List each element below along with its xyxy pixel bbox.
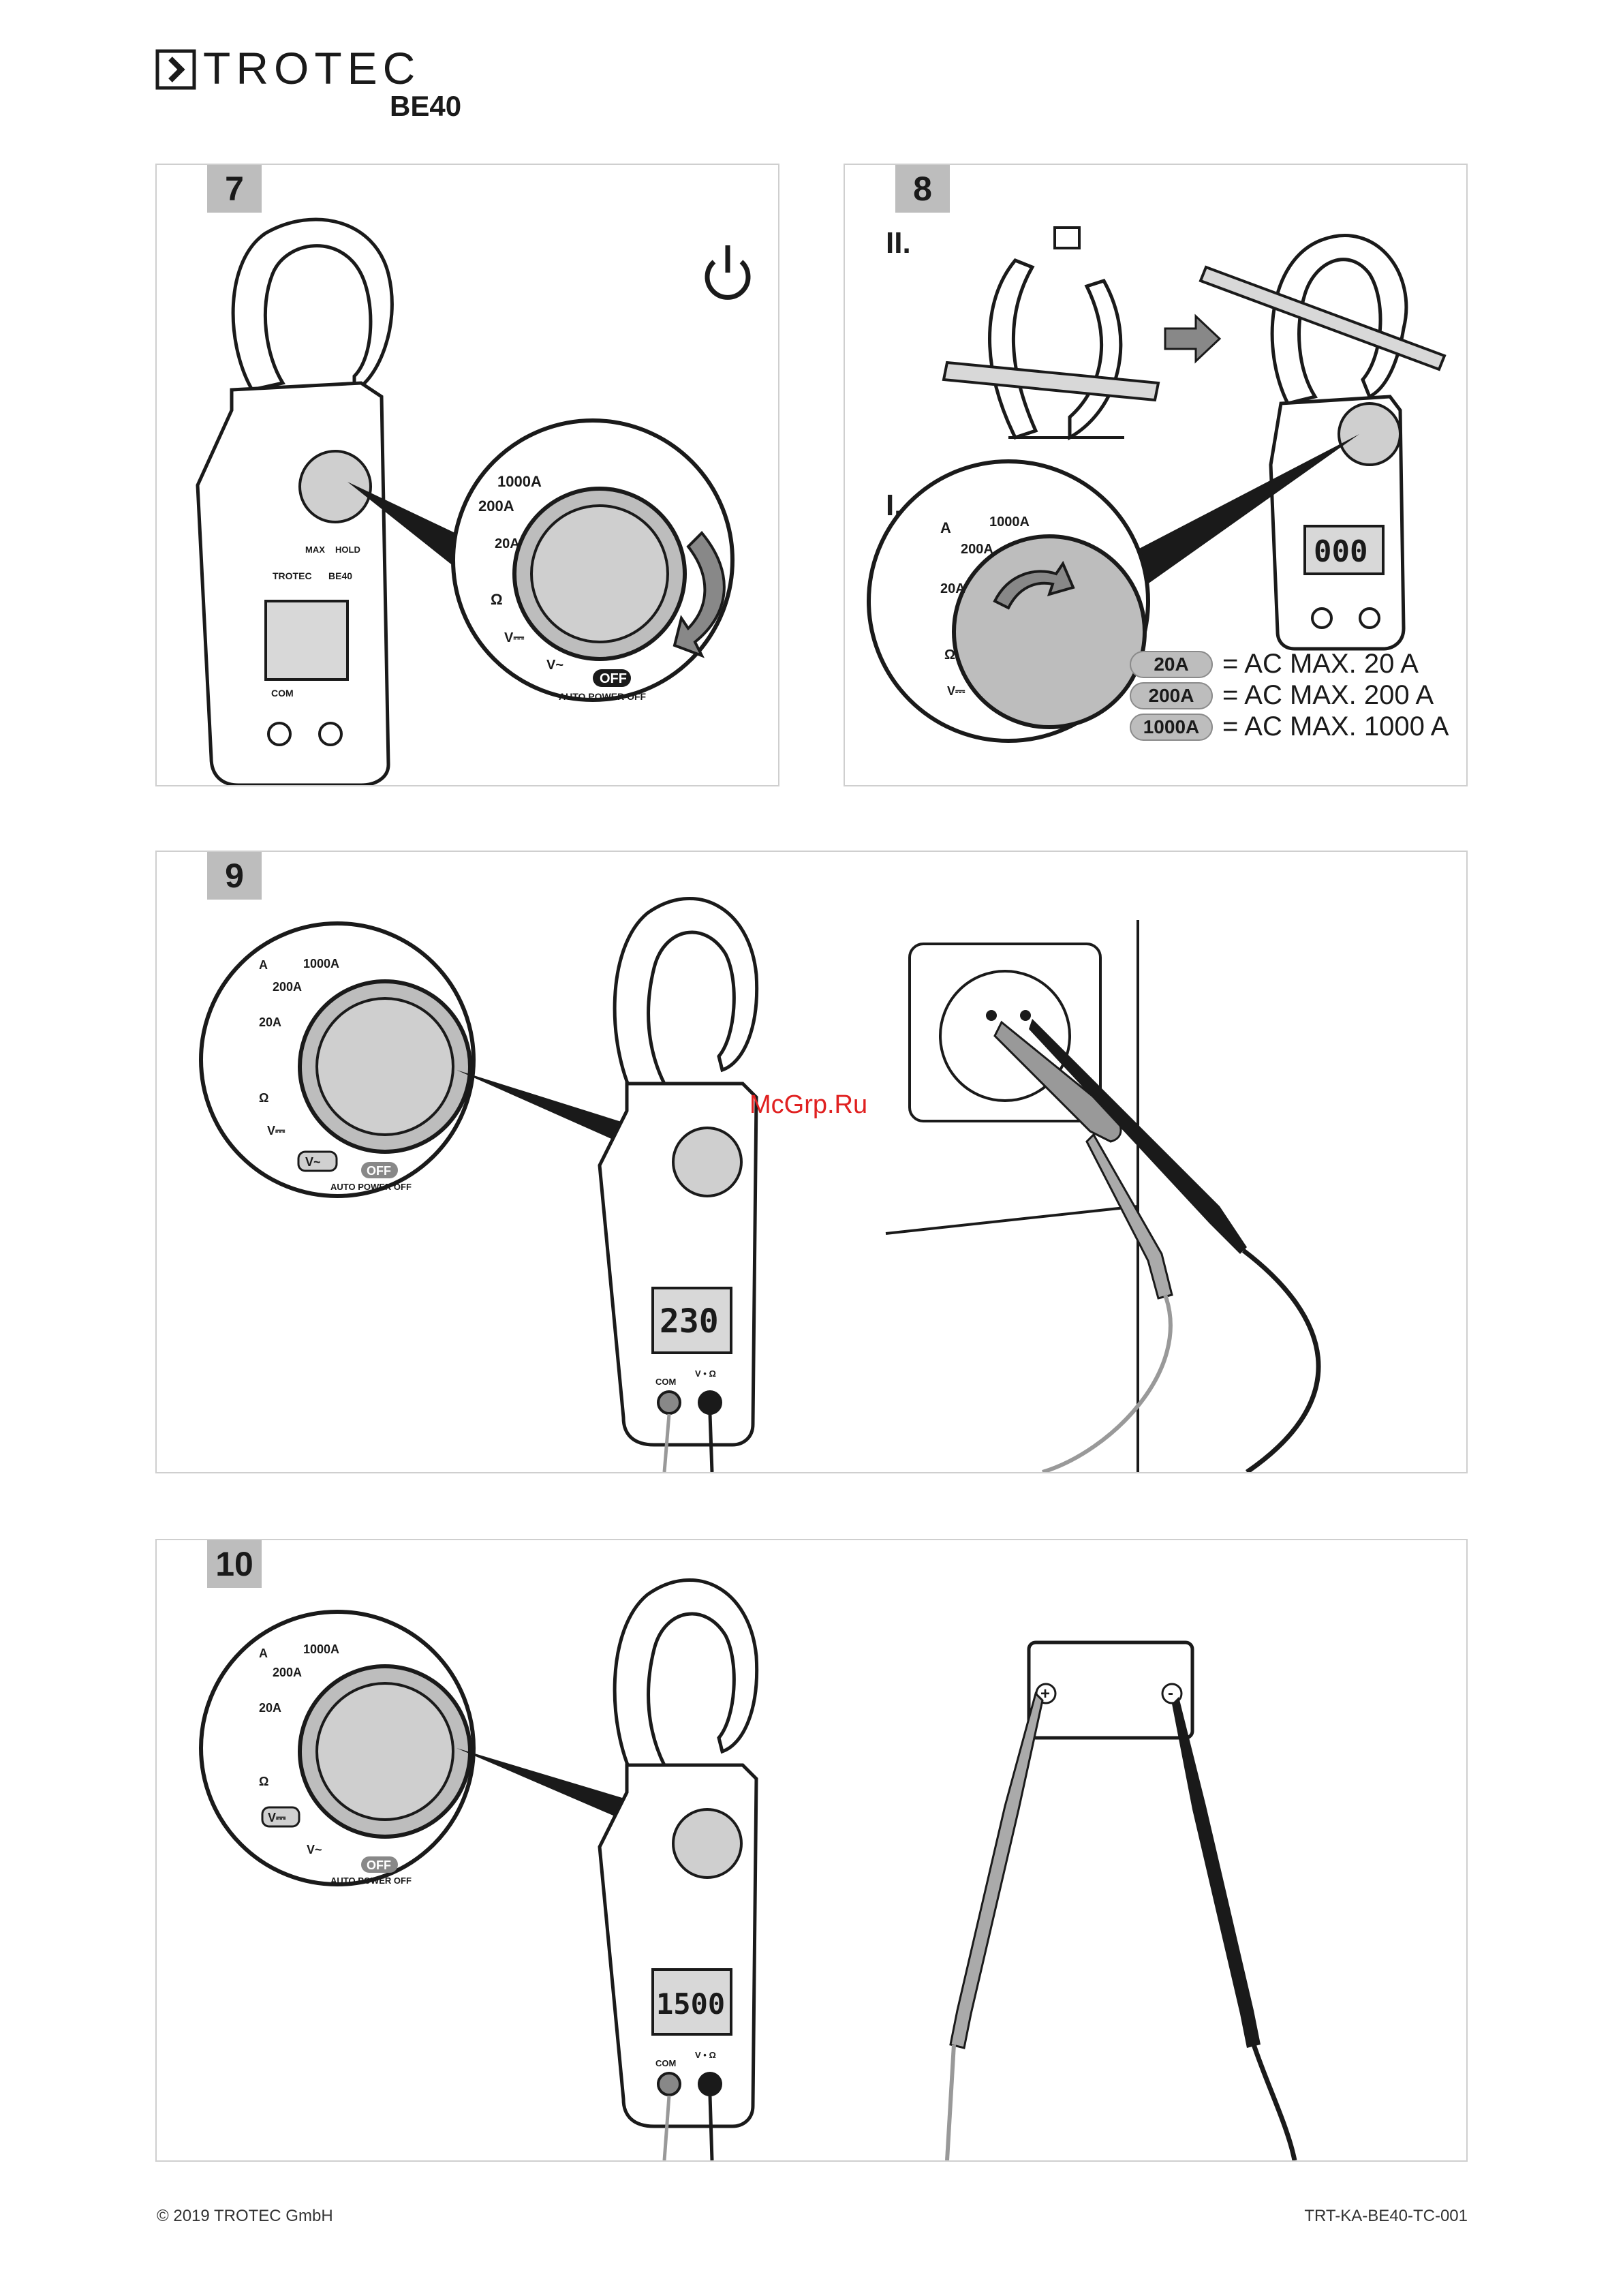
clamp-meter-illustration: COM TROTEC BE40 MAX HOLD: [196, 217, 394, 785]
legend-200a-badge: 200A: [1130, 682, 1213, 709]
legend-20a-text: = AC MAX. 20 A: [1222, 649, 1419, 679]
brand-logo: TROTEC BE40: [155, 43, 469, 128]
dial9-vac: V~: [305, 1155, 321, 1169]
meter-com-label: COM: [271, 688, 294, 699]
meter10-vohm: V • Ω: [695, 2050, 716, 2060]
display-step10: 1500: [656, 1987, 725, 2021]
legend-1000a: 1000A = AC MAX. 1000 A: [1130, 711, 1449, 742]
magnified-dial-step8: A 1000A 200A 20A Ω V⎓: [867, 459, 1150, 743]
step-8-illustration: 000 A 1000A 200A 20A Ω V⎓: [867, 226, 1447, 743]
legend-20a-badge: 20A: [1130, 650, 1213, 678]
meter-brand-label: TROTEC: [273, 570, 312, 581]
footer-copyright: © 2019 TROTEC GmbH: [157, 2207, 333, 2225]
model-name: BE40: [390, 90, 462, 122]
legend-20a: 20A = AC MAX. 20 A: [1130, 649, 1419, 679]
meter-max-label: MAX: [305, 545, 325, 555]
watermark: McGrp.Ru: [749, 1090, 868, 1119]
dial-20a: 20A: [495, 536, 520, 551]
dial9-aac: A: [259, 958, 268, 972]
open-clamp-illustration: [942, 226, 1160, 441]
legend-200a: 200A = AC MAX. 200 A: [1130, 680, 1434, 711]
meter-model-label: BE40: [328, 570, 352, 581]
step-10-panel: 10 A 1000A 200A 20A Ω V⎓ V~ OFF AUTO POW…: [155, 1539, 1468, 2162]
dial-auto-power-off: AUTO POWER OFF: [559, 691, 647, 702]
meter-hold-label: HOLD: [335, 545, 360, 555]
dial9-apo: AUTO POWER OFF: [330, 1182, 412, 1192]
dial9-200a: 200A: [273, 980, 302, 994]
magnified-dial-step10: A 1000A 200A 20A Ω V⎓ V~ OFF AUTO POWER …: [199, 1610, 476, 1886]
dial9-1000a: 1000A: [303, 957, 339, 970]
dial8-20a: 20A: [940, 581, 965, 596]
step-7-number: 7: [207, 165, 262, 213]
clamp-meter-step9: 230 COM V • Ω: [598, 896, 759, 1472]
legend-1000a-badge: 1000A: [1130, 713, 1213, 741]
dial10-200a: 200A: [273, 1666, 302, 1679]
logo-chevron-icon: [155, 49, 196, 90]
dial10-vac: V~: [307, 1843, 322, 1856]
dial-200a: 200A: [478, 498, 514, 515]
dial-ohm: Ω: [491, 591, 503, 608]
brand-name: TROTEC: [203, 43, 421, 93]
dial10-vdc: V⎓: [268, 1811, 286, 1824]
legend-200a-text: = AC MAX. 200 A: [1222, 680, 1434, 710]
closed-clamp-meter-illustration: 000: [1199, 234, 1447, 651]
dial8-1000a: 1000A: [989, 515, 1030, 530]
step-7-illustration: COM TROTEC BE40 MAX HOLD 1000A 200A 20A …: [196, 217, 751, 785]
step-8-label-ii: II.: [886, 226, 911, 260]
step-8-number: 8: [895, 165, 950, 213]
dial9-ohm: Ω: [259, 1091, 268, 1105]
display-step8: 000: [1314, 534, 1367, 569]
clamp-meter-step10: 1500 COM V • Ω: [598, 1578, 759, 2160]
magnified-dial: 1000A 200A 20A Ω V⎓ V~ OFF AUTO POWER OF…: [451, 418, 735, 702]
step-9-illustration: A 1000A 200A 20A Ω V⎓ V~ OFF AUTO POWER …: [199, 896, 1321, 1472]
dial-vdc: V⎓: [504, 630, 524, 645]
dial9-20a: 20A: [259, 1015, 281, 1029]
magnified-dial-step9: A 1000A 200A 20A Ω V⎓ V~ OFF AUTO POWER …: [199, 921, 476, 1198]
dial10-apo: AUTO POWER OFF: [330, 1876, 412, 1886]
dial8-vdc: V⎓: [947, 684, 965, 698]
dial10-off: OFF: [367, 1858, 391, 1872]
dial-off: OFF: [600, 671, 627, 686]
dial10-ohm: Ω: [259, 1775, 268, 1788]
battery-minus: -: [1168, 1684, 1173, 1702]
step-10-number: 10: [207, 1540, 262, 1588]
meter9-vohm: V • Ω: [695, 1368, 716, 1379]
step-8-panel: 8 II. I. 000 A 10: [844, 164, 1468, 786]
meter9-com: COM: [655, 1377, 676, 1387]
step-7-panel: 7 COM TROTEC BE40 MAX HOLD 1000A 200A 20…: [155, 164, 779, 786]
dial10-aac: A: [259, 1647, 268, 1660]
step-9-panel: 9 A 1000A 200A 20A Ω V⎓ V~ OFF AUTO POWE…: [155, 851, 1468, 1473]
footer-docid: TRT-KA-BE40-TC-001: [1304, 2207, 1468, 2225]
wall-socket-illustration: [885, 920, 1321, 1472]
display-step9: 230: [660, 1302, 719, 1341]
meter10-com: COM: [655, 2058, 676, 2068]
dial8-aac: A: [940, 519, 951, 536]
dial8-ohm: Ω: [944, 647, 955, 662]
dial9-vdc: V⎓: [267, 1124, 285, 1137]
battery-plus: +: [1040, 1685, 1050, 1703]
dial10-1000a: 1000A: [303, 1642, 339, 1656]
step-9-number: 9: [207, 852, 262, 900]
battery-illustration: + -: [945, 1640, 1297, 2160]
power-icon: [705, 245, 751, 300]
dial-1000a: 1000A: [497, 473, 542, 490]
dial8-200a: 200A: [961, 542, 993, 557]
dial-vac: V~: [546, 658, 563, 673]
legend-1000a-text: = AC MAX. 1000 A: [1222, 711, 1449, 741]
step-10-illustration: A 1000A 200A 20A Ω V⎓ V~ OFF AUTO POWER …: [199, 1578, 1297, 2160]
dial10-20a: 20A: [259, 1701, 281, 1715]
dial9-off: OFF: [367, 1164, 391, 1178]
